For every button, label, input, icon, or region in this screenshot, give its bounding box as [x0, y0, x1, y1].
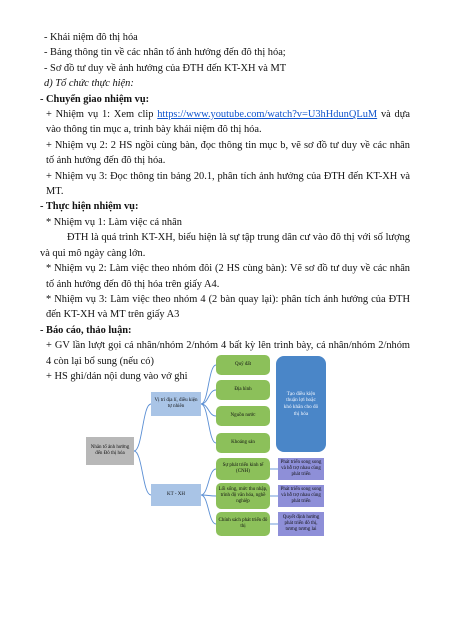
mindmap-socio-branch: KT - XH [151, 484, 201, 506]
perform-task-2: * Nhiệm vụ 2: Làm việc theo nhóm đôi (2 … [46, 263, 410, 290]
task-1-prefix: + Nhiệm vụ 1: Xem clip [46, 109, 158, 121]
connector-socio-policy [200, 494, 217, 525]
connector-root-natural [133, 403, 152, 452]
line-concept: - Khái niệm đô thị hóa [44, 32, 138, 43]
task-1-line: + Nhiệm vụ 1: Xem clip https://www.youtu… [40, 107, 410, 138]
connector-socio-economy [200, 468, 217, 496]
line-factors-table: - Bảng thông tin về các nhân tố ảnh hưởn… [44, 47, 286, 59]
connector-natural-water [200, 403, 217, 417]
mindmap-node-land: Quỹ đất [216, 355, 270, 375]
urbanization-definition: ĐTH là quá trình KT-XH, biểu hiện là sự … [40, 232, 410, 259]
lesson-text: - Khái niệm đô thị hóa - Bảng thông tin … [40, 30, 410, 384]
mindmap-node-terrain: Địa hình [216, 380, 270, 400]
connector-natural-terrain [200, 389, 217, 405]
connector-natural-minerals [200, 403, 217, 444]
mindmap-node-minerals: Khoáng sản [216, 433, 270, 453]
mindmap-node-policy: Chính sách phát triển đô thị [216, 512, 270, 536]
connector-root-socio [133, 450, 152, 496]
task-3-line: + Nhiệm vụ 3: Đọc thông tin bảng 20.1, p… [46, 170, 410, 198]
mindmap-natural-branch: Vị trí địa lí, điều kiện tự nhiên [151, 392, 201, 416]
task-2-line: + Nhiệm vụ 2: 2 HS ngồi cùng bàn, đọc th… [46, 139, 410, 167]
mindmap-lifestyle-result: Phát triển song song và hỗ trợ nhau cùng… [278, 485, 324, 507]
perform-task-1: * Nhiệm vụ 1: Làm việc cá nhân [46, 216, 182, 228]
task-1-suffix: và dựa vào thông tin mục a, trình bày kh… [46, 109, 410, 136]
line-mindmap: - Sơ đồ tư duy về ảnh hưởng của ĐTH đến … [44, 62, 287, 74]
heading-perform-tasks: - Thực hiện nhiệm vụ: [40, 201, 139, 213]
heading-report-discussion: - Báo cáo, thảo luận: [40, 324, 132, 336]
mindmap-root: Nhân tố ảnh hưởng đến Đô thị hóa [86, 437, 134, 465]
mindmap-natural-result: Tạo điều kiện thuận lợi hoặc khó khăn ch… [276, 356, 326, 452]
mindmap-policy-result: Quyết định hướng phát triển đô thị, tươn… [278, 512, 324, 536]
perform-task-3: * Nhiệm vụ 3: Làm việc theo nhóm 4 (2 bà… [46, 293, 410, 321]
connector-socio-lifestyle [200, 494, 217, 497]
mindmap-economy-result: Phát triển song song và hỗ trợ nhau cùng… [278, 458, 324, 480]
mindmap-node-water: Nguồn nước [216, 406, 270, 426]
mindmap-node-economy: Sự phát triển kinh tế (CNH) [216, 458, 270, 480]
heading-assign-tasks: - Chuyển giao nhiệm vụ: [40, 93, 150, 105]
report-line-1: + GV lần lượt gọi cá nhân/nhóm 2/nhóm 4 … [46, 340, 410, 367]
youtube-link[interactable]: https://www.youtube.com/watch?v=U3hHdunQ… [157, 109, 378, 121]
section-heading-organization: d) Tổ chức thực hiện: [44, 78, 134, 90]
report-line-2: + HS ghi/dán nội dung vào vở ghi [46, 370, 188, 382]
mindmap-node-lifestyle: Lối sống, mức thu nhập, trình độ văn hóa… [216, 483, 270, 509]
